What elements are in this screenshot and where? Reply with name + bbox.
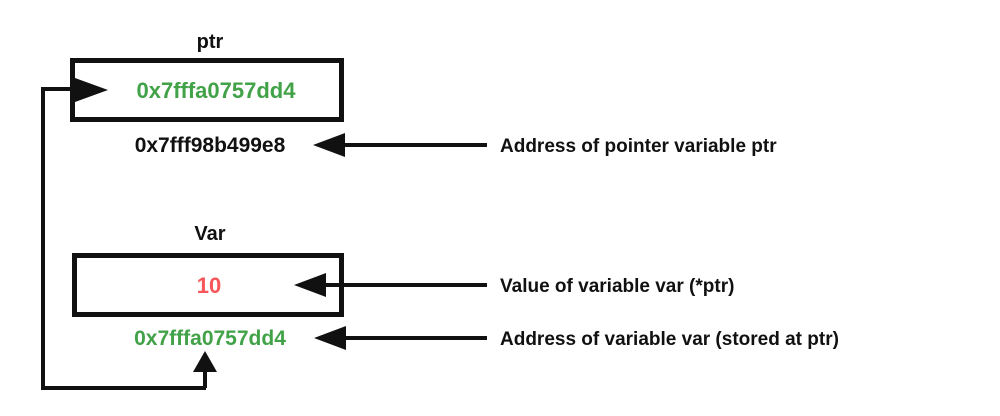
ptr-address-annotation-arrowhead-icon: [313, 133, 345, 157]
ptr-address-label: 0x7fff98b499e8: [135, 134, 286, 157]
var-cell-value: 10: [197, 273, 221, 298]
var-box-title: Var: [194, 223, 225, 245]
points-to-connector-path: [41, 87, 206, 390]
var-address-inbound-arrowhead-icon: [193, 351, 217, 372]
var-value-annotation-arrowhead-icon: [294, 273, 326, 297]
var-address-label: 0x7fffa0757dd4: [134, 327, 286, 350]
ptr-box-title: ptr: [197, 31, 224, 53]
var-value-annotation-label: Value of variable var (*ptr): [500, 276, 734, 297]
var-address-annotation-label: Address of variable var (stored at ptr): [500, 329, 839, 350]
ptr-cell-value: 0x7fffa0757dd4: [137, 78, 297, 103]
ptr-inbound-arrowhead-icon: [75, 78, 108, 102]
var-address-annotation-arrowhead-icon: [314, 326, 346, 350]
ptr-address-annotation-label: Address of pointer variable ptr: [500, 136, 777, 157]
